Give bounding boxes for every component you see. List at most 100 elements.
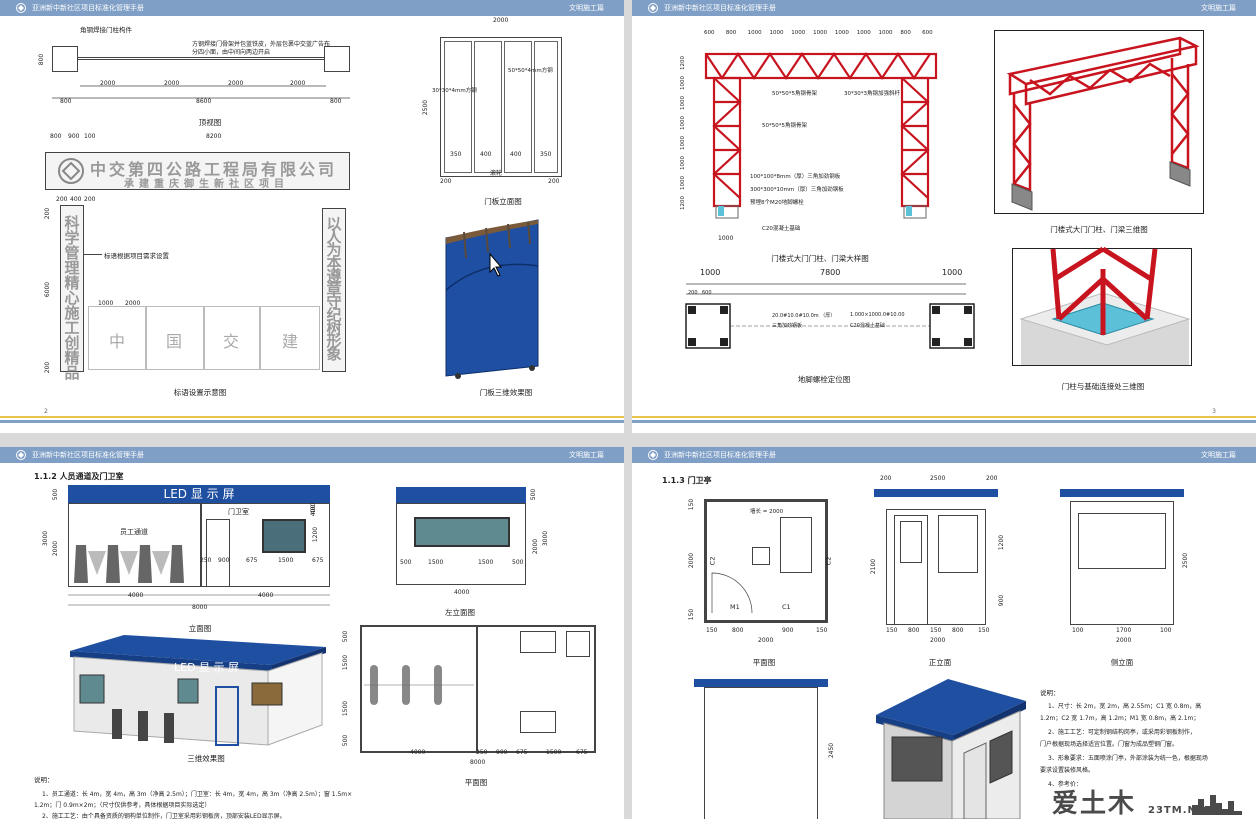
front-door: [894, 515, 928, 625]
door-leaf-3: [504, 41, 532, 173]
side-b-3: 1500: [478, 559, 494, 566]
door-leaf-2: [474, 41, 502, 173]
header-section: 文明施工篇: [1201, 4, 1236, 12]
sign-dim-2: 900: [68, 133, 80, 140]
company-logo-icon: [648, 3, 658, 13]
header-section: 文明施工篇: [569, 4, 604, 12]
dim-total: 8600: [196, 98, 212, 105]
elev-inner-3: 675: [246, 557, 258, 564]
gate-top-dim: 800: [725, 30, 737, 36]
door-label-a: 30*30*4mm方钢: [432, 88, 477, 94]
slogan-leader: [84, 254, 102, 255]
panel-dim-2: 2000: [125, 300, 141, 307]
side-h: 2500: [1182, 552, 1190, 569]
header-title: 亚洲新中新社区项目标准化管理手册: [664, 4, 776, 12]
caption-gate: 门楼式大门门柱、门梁大样图: [771, 254, 869, 263]
notes-title: 说明：: [1040, 689, 1060, 697]
cursor-icon[interactable]: [482, 252, 503, 278]
front-top-3: 200: [986, 475, 998, 482]
dim-side-r: 800: [330, 98, 342, 105]
caption-door: 门板立面图: [484, 197, 522, 206]
bolt-dim-1: 1000: [700, 268, 721, 277]
page-footer: 2: [0, 408, 624, 428]
front-roof: [874, 489, 998, 497]
elev-dim-h3: 3000: [42, 530, 50, 547]
door-base-3: 200: [548, 178, 560, 185]
plan-bed: [566, 631, 590, 657]
plan-chair: [752, 547, 770, 565]
caption-side: 左立面图: [445, 608, 475, 617]
caption-plan: 平面图: [464, 778, 488, 787]
door-base-1: 200: [440, 178, 452, 185]
page-number: 2: [44, 408, 48, 415]
dim-top-1: 2000: [100, 80, 116, 87]
gate-top-dim: 1000: [834, 30, 849, 36]
left-pillar: [60, 205, 84, 372]
gate-side-dim: 1200: [680, 56, 686, 70]
dim-top-4: 2000: [290, 80, 306, 87]
caption-elev: 立面图: [188, 624, 212, 633]
page-header: 亚洲新中新社区项目标准化管理手册 文明施工篇: [0, 0, 624, 16]
gate-side-dim: 1000: [680, 156, 686, 170]
plan-h-1: 500: [342, 630, 350, 643]
side-b-2: 1700: [1116, 627, 1132, 634]
door-leaf-1: [444, 41, 472, 173]
room-2-label: 门卫室: [228, 508, 249, 516]
company-logo-icon: [16, 450, 26, 460]
side-h-1: 500: [530, 488, 538, 501]
elev-inner-5: 675: [312, 557, 324, 564]
top-annot: 角钢焊接门柱构件: [80, 26, 132, 34]
plan-h-2: 2000: [688, 552, 696, 569]
plan-door-swing: [711, 572, 753, 614]
led-text: LED 显 示 屏: [163, 487, 235, 501]
elev-r-3: 400: [310, 504, 318, 517]
gate-side-dim: 1000: [680, 96, 686, 110]
top-annot-3: 分四小面，由中间向两边开启: [192, 49, 271, 56]
gate-3d-frame: [994, 30, 1204, 214]
plan-b-2: 800: [732, 627, 744, 634]
section-title: 1.1.2 人员通道及门卫室: [34, 472, 124, 481]
door-3d-model: [445, 219, 539, 379]
header-title: 亚洲新中新社区项目标准化管理手册: [32, 4, 144, 12]
pillar-dim-3: 200: [84, 196, 96, 203]
gate-side-dim: 1000: [680, 136, 686, 150]
note-2: 2、施工工艺：可定制钢结构岗亭，或采用彩钢板制作，: [1048, 729, 1196, 736]
joint-3d-model: [1019, 246, 1191, 365]
booth-3d-led: LED 显 示 屏: [174, 661, 240, 674]
top-view-dims: [52, 85, 350, 99]
front-total: 2000: [930, 637, 946, 644]
side-body: [396, 503, 526, 585]
booth-3d-model: [70, 635, 326, 746]
sign-dim-1: 800: [50, 133, 62, 140]
bolt-sub-2: 200: [688, 290, 698, 296]
side-banner: [396, 487, 526, 503]
header-section: 文明施工篇: [569, 451, 604, 459]
gate-top-dim: 1000: [791, 30, 806, 36]
gate-label-2: 30*30*3角钢加强斜杆: [844, 91, 900, 97]
door-top-dim: 2000: [493, 17, 509, 24]
elev-door: [206, 519, 230, 587]
side-b-4: 500: [512, 559, 524, 566]
gate-top-dim: 1000: [747, 30, 762, 36]
door-label-b: 50*50*4mm方钢: [508, 68, 553, 74]
gate-label-5: 300*300*10mm（厚）三角加劲钢板: [750, 187, 844, 193]
side-total: 2000: [1116, 637, 1132, 644]
plan-b-3: 900: [782, 627, 794, 634]
booth-plan: [704, 499, 828, 623]
booth-3d-model: [876, 679, 1026, 819]
watermark-main: 爱土木: [1052, 789, 1137, 819]
note-1: 1、员工通道：长 4m，宽 4m，高 3m（净高 2.5m）；门卫室：长 4m，…: [42, 791, 353, 798]
side-body: [1070, 501, 1174, 625]
top-view-post-right: [324, 46, 350, 72]
panel-char-3: 交: [223, 332, 240, 351]
left-dim-2: 6000: [44, 281, 52, 298]
gate-side-dim: 1200: [680, 196, 686, 210]
front-b-1: 150: [886, 627, 898, 634]
front-h-2: 2100: [870, 558, 878, 575]
sign-line-1: 中交第四公路工程局有限公司: [90, 160, 338, 179]
led-banner: LED 显 示 屏: [68, 485, 330, 503]
front-door-panel: [900, 521, 922, 563]
plan-desk-1: [520, 631, 556, 653]
